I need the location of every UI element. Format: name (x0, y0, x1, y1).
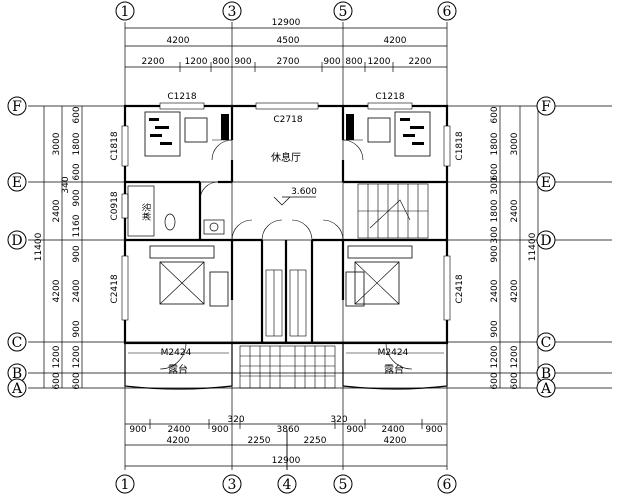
dim-top-inner-9: 2200 (409, 57, 432, 67)
dim-bottom-inner-7: 900 (346, 425, 363, 435)
dim-left-inner-2: 1800 (72, 132, 82, 155)
room-label-shower: 淋浴 (141, 203, 153, 221)
axis-label-3-bottom: 3 (228, 477, 237, 493)
window-label-c1218-right: C1218 (375, 92, 404, 102)
dim-right-mid-5: 600 (510, 372, 520, 389)
window-label-c0918: C0918 (110, 191, 120, 220)
axis-label-F-right: F (541, 99, 551, 115)
axis-label-5-bottom: 5 (339, 477, 348, 493)
dim-left-total: 11400 (34, 232, 44, 261)
axis-label-D-right: D (540, 233, 551, 249)
dim-left-inner-10: 1200 (72, 345, 82, 368)
door-label-m2424-left: M2424 (161, 348, 192, 358)
dim-left-inner-11: 600 (72, 372, 82, 389)
dim-top-mid-3: 4200 (384, 36, 407, 46)
dim-left-mid-1: 3000 (52, 132, 62, 155)
dim-right-mid-3: 4200 (510, 279, 520, 302)
dim-right-mid-1: 3000 (510, 132, 520, 155)
dim-right-mid-2: 2400 (510, 199, 520, 222)
dim-top-inner-7: 800 (345, 57, 362, 67)
axis-label-6-top: 6 (443, 4, 452, 20)
axis-label-D-left: D (11, 233, 22, 249)
room-label-lounge: 休息厅 (271, 151, 301, 164)
dim-bottom-mid-3: 2250 (304, 436, 327, 446)
dim-right-inner-5: 1800 (490, 199, 500, 222)
dim-top-inner-4: 900 (234, 57, 251, 67)
axis-label-E-right: E (541, 175, 551, 191)
dim-right-inner-7: 900 (490, 245, 500, 262)
window-label-c2418-left: C2418 (110, 274, 120, 303)
dim-bottom-mid-4: 4200 (384, 436, 407, 446)
axis-label-B-right: B (541, 366, 551, 382)
dim-top-inner-8: 1200 (368, 57, 391, 67)
dim-right-total: 11400 (528, 232, 538, 261)
level-label: 3.600 (291, 187, 317, 197)
axis-label-A-left: A (11, 381, 23, 397)
axis-label-1-top: 1 (121, 4, 130, 20)
dim-left-inner-1: 600 (72, 106, 82, 123)
dim-left-inner-3: 600 (72, 163, 82, 180)
axis-label-6-bottom: 6 (443, 477, 452, 493)
dim-left-inner-4: 340 (61, 176, 71, 193)
dim-bottom-inner-9: 900 (425, 425, 442, 435)
dim-bottom-inner-8: 2400 (382, 425, 405, 435)
dim-top-inner-1: 2200 (142, 57, 165, 67)
door-label-m2424-right: M2424 (378, 348, 409, 358)
axis-label-4-bottom: 4 (283, 477, 292, 493)
dim-right-inner-1: 600 (490, 106, 500, 123)
dim-bottom-inner-4: 320 (227, 415, 244, 425)
dim-left-inner-9: 900 (72, 320, 82, 337)
dim-left-mid-3: 4200 (52, 279, 62, 302)
dim-bottom-inner-1: 900 (129, 425, 146, 435)
dim-bottom-inner-6: 320 (330, 415, 347, 425)
dim-right-inner-9: 900 (490, 320, 500, 337)
dim-top-inner-6: 900 (323, 57, 340, 67)
dim-right-inner-11: 600 (490, 372, 500, 389)
room-label-terrace-left: 露台 (168, 363, 188, 376)
dim-right-mid-4: 1200 (510, 345, 520, 368)
dim-top-inner-2: 1200 (185, 57, 208, 67)
window-label-c1818-left: C1818 (110, 131, 120, 160)
axis-label-C-left: C (12, 335, 23, 351)
dim-left-mid-2: 2400 (52, 199, 62, 222)
dim-bottom-total: 12900 (272, 456, 301, 466)
dim-bottom-inner-5: 3860 (277, 425, 300, 435)
axis-label-1-bottom: 1 (121, 477, 130, 493)
dim-bottom-inner-2: 2400 (168, 425, 191, 435)
axis-label-5-top: 5 (339, 4, 348, 20)
dim-top-mid-2: 4500 (277, 36, 300, 46)
window-label-c2718: C2718 (273, 115, 302, 125)
dim-top-mid-1: 4200 (167, 36, 190, 46)
dim-right-inner-4: 300 (490, 177, 500, 194)
dim-left-mid-4: 1200 (52, 345, 62, 368)
dim-right-inner-3: 600 (490, 163, 500, 180)
axis-label-3-top: 3 (228, 4, 237, 20)
dim-left-mid-5: 600 (52, 372, 62, 389)
axis-label-C-right: C (541, 335, 552, 351)
dim-right-inner-10: 1200 (490, 345, 500, 368)
window-label-c1818-right: C1818 (455, 131, 465, 160)
room-label-terrace-right: 露台 (384, 363, 404, 376)
dim-left-inner-5: 900 (72, 189, 82, 206)
axis-label-B-left: B (12, 366, 22, 382)
dim-left-inner-8: 2400 (72, 279, 82, 302)
dim-right-inner-2: 1800 (490, 132, 500, 155)
dim-top-inner-5: 2700 (277, 57, 300, 67)
dim-bottom-mid-2: 2250 (248, 436, 271, 446)
window-label-c2418-right: C2418 (455, 274, 465, 303)
dim-bottom-inner-3: 900 (211, 425, 228, 435)
dim-top-inner-3: 800 (212, 57, 229, 67)
axis-label-A-right: A (540, 381, 552, 397)
window-label-c1218-left: C1218 (167, 92, 196, 102)
dim-right-inner-8: 2400 (490, 279, 500, 302)
axis-label-E-left: E (12, 175, 22, 191)
dim-left-inner-6: 1160 (72, 214, 82, 237)
dim-top-total: 12900 (272, 18, 301, 28)
dim-left-inner-7: 900 (72, 245, 82, 262)
axis-label-F-left: F (12, 99, 22, 115)
dim-right-inner-6: 300 (490, 226, 500, 243)
dim-bottom-mid-1: 4200 (167, 436, 190, 446)
